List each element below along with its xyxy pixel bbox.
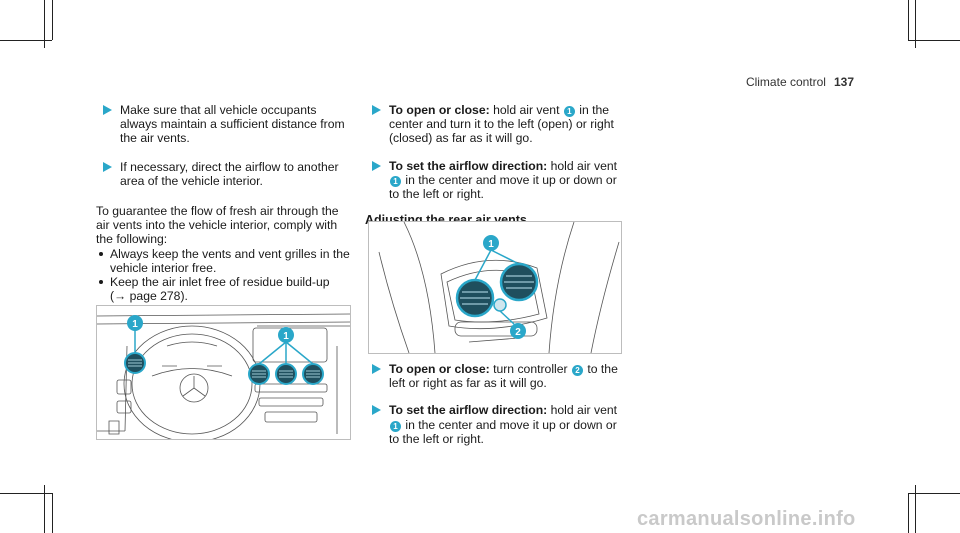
crop-mark <box>908 493 960 494</box>
callout-marker-1: 1 <box>483 235 499 251</box>
air-vent-icon <box>455 278 495 318</box>
callout-badge: 1 <box>563 106 575 117</box>
crop-mark <box>908 493 909 533</box>
step-arrow-icon <box>103 105 112 115</box>
step-arrow-icon <box>372 160 381 171</box>
callout-marker-2: 2 <box>510 323 526 339</box>
air-vent-icon <box>248 363 270 385</box>
step-item: To set the airflow direction: hold air v… <box>365 403 627 446</box>
step-label: To set the airflow direction: <box>389 403 548 418</box>
right-column: To open or close: hold air vent 1 in the… <box>365 103 627 227</box>
step-item: To open or close: hold air vent 1 in the… <box>365 103 627 146</box>
watermark-text: carmanualsonline.info <box>637 508 856 530</box>
callout-number: 1 <box>283 331 289 342</box>
rear-vents-illustration: 1 2 <box>378 222 620 353</box>
callout-badge: 1 <box>390 175 401 187</box>
air-vent-icon <box>302 363 324 385</box>
controller-knob-icon <box>493 298 507 312</box>
page-reference-link[interactable]: (→ page 278). <box>110 289 188 304</box>
step-label: To open or close: <box>389 362 490 376</box>
step-text: in the center and turn it to the left (o… <box>389 103 614 146</box>
air-vent-icon <box>499 262 539 302</box>
step-text: in the center and move it up or down or … <box>389 417 617 446</box>
step-text: If necessary, direct the airflow to anot… <box>120 159 339 188</box>
callout-badge: 1 <box>390 420 401 432</box>
crop-mark <box>52 0 53 40</box>
crop-mark <box>915 485 916 533</box>
page-number: 137 <box>833 75 854 89</box>
list-item: Always keep the vents and vent grilles i… <box>96 247 352 275</box>
callout-badge: 2 <box>571 365 583 376</box>
bullet-list: Always keep the vents and vent grilles i… <box>96 247 352 304</box>
step-item: Make sure that all vehicle occupants alw… <box>96 103 352 146</box>
step-item: If necessary, direct the airflow to anot… <box>96 160 352 188</box>
step-text: turn controller <box>493 362 568 376</box>
right-column-lower: To open or close: turn controller 2 to t… <box>365 362 627 446</box>
step-text: hold air vent <box>550 403 618 418</box>
step-arrow-icon <box>103 161 112 172</box>
step-arrow-icon <box>372 105 381 115</box>
step-text: Make sure that all vehicle occupants alw… <box>120 103 345 146</box>
step-item: To open or close: turn controller 2 to t… <box>365 362 627 390</box>
crop-mark <box>44 485 45 533</box>
step-item: To set the airflow direction: hold air v… <box>365 159 627 202</box>
crop-mark <box>908 0 909 40</box>
bullet-text: Keep the air inlet free of residue build… <box>110 275 330 290</box>
crop-mark <box>44 0 45 48</box>
crop-mark <box>0 493 52 494</box>
step-label: To set the airflow direction: <box>389 158 548 173</box>
bullet-text: Always keep the vents and vent grilles i… <box>110 246 350 275</box>
callout-number: 1 <box>132 319 138 330</box>
step-arrow-icon <box>372 405 381 416</box>
step-text: in the center and move it up or down or … <box>389 172 617 202</box>
crop-mark <box>0 40 52 41</box>
step-text: hold air vent <box>493 103 560 117</box>
dashboard-illustration: 1 1 <box>97 313 350 439</box>
crop-mark <box>908 40 960 41</box>
figure-dashboard-vents: 1 1 <box>96 305 351 440</box>
step-text: to the left or right as far as it will g… <box>389 362 618 391</box>
step-label: To open or close: <box>389 103 490 117</box>
callout-marker-1: 1 <box>127 315 143 331</box>
air-vent-icon <box>275 363 297 385</box>
callout-number: 2 <box>515 327 521 338</box>
section-title: Climate control <box>745 75 826 89</box>
page-header: Climate control 137 <box>746 75 854 89</box>
paragraph: To guarantee the flow of fresh air throu… <box>96 204 339 247</box>
list-item: Keep the air inlet free of residue build… <box>96 275 352 303</box>
callout-number: 1 <box>488 239 494 250</box>
crop-mark <box>52 493 53 533</box>
air-vent-icon <box>124 352 146 374</box>
figure-rear-vents: 1 2 <box>368 221 622 354</box>
left-column: Make sure that all vehicle occupants alw… <box>96 103 352 303</box>
step-text: hold air vent <box>550 158 618 173</box>
step-arrow-icon <box>372 364 381 374</box>
crop-mark <box>915 0 916 48</box>
callout-marker-1: 1 <box>278 327 294 343</box>
